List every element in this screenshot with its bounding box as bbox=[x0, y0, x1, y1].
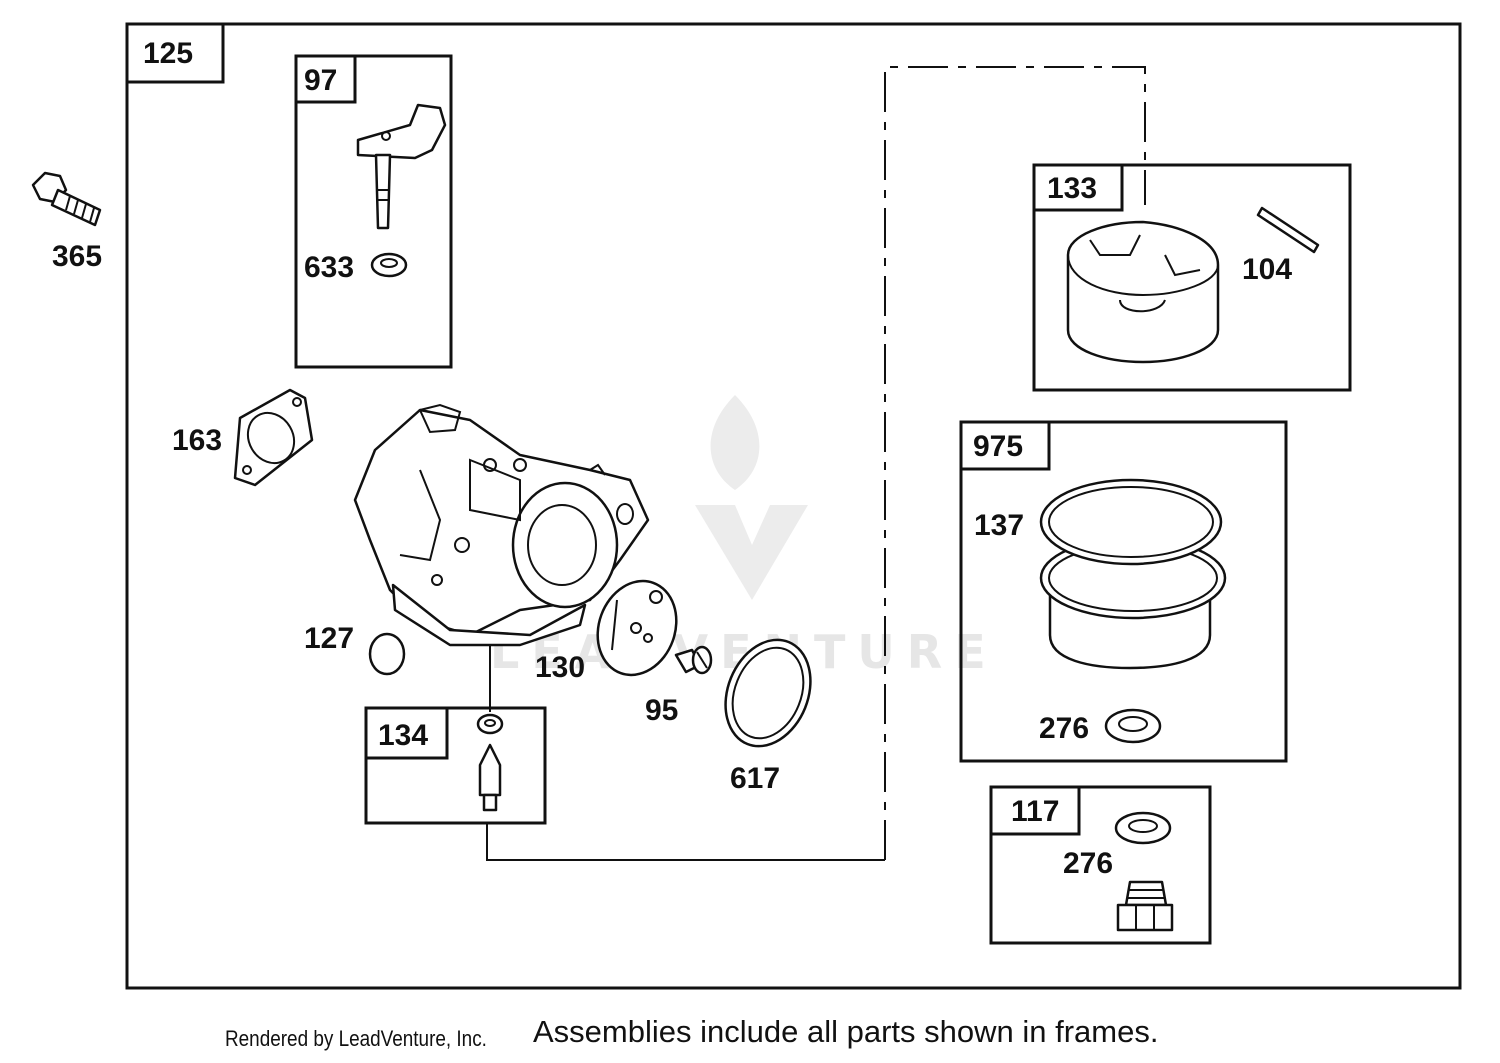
frame-125-tab bbox=[125, 22, 225, 84]
throttle-shaft-97-icon bbox=[356, 103, 447, 230]
seal-633-icon bbox=[370, 252, 408, 278]
rendered-by-text: Rendered by LeadVenture, Inc. bbox=[225, 1026, 487, 1051]
frame-117-tab bbox=[989, 785, 1081, 836]
carburetor-body-icon bbox=[353, 403, 650, 647]
part-label-130: 130 bbox=[535, 651, 585, 684]
frame-117 bbox=[989, 785, 1212, 945]
flame-watermark-icon bbox=[710, 395, 760, 490]
part-label-163: 163 bbox=[172, 424, 222, 457]
needle-valve-134-icon bbox=[476, 713, 504, 812]
gasket-163-icon bbox=[233, 388, 314, 487]
frame-134-tab bbox=[364, 706, 449, 760]
assemblies-note: Assemblies include all parts shown in fr… bbox=[533, 1014, 1159, 1049]
part-label-137: 137 bbox=[974, 509, 1024, 542]
washer-276-a-icon bbox=[1104, 708, 1162, 744]
part-label-617: 617 bbox=[730, 762, 780, 795]
part-label-104: 104 bbox=[1242, 253, 1292, 286]
part-label-276-a: 276 bbox=[1039, 712, 1089, 745]
frame-975 bbox=[959, 420, 1288, 763]
frame-975-tab bbox=[959, 420, 1051, 471]
part-label-633: 633 bbox=[304, 251, 354, 284]
float-133-icon bbox=[1066, 220, 1220, 364]
bowl-975-icon bbox=[1039, 478, 1227, 670]
oring-617-icon bbox=[724, 638, 812, 748]
part-label-276-b: 276 bbox=[1063, 847, 1113, 880]
bowl-nut-117-icon bbox=[1116, 880, 1174, 932]
frame-label-134: 134 bbox=[378, 719, 428, 752]
connection-dashed-line bbox=[884, 66, 1146, 860]
frame-97-tab bbox=[294, 54, 357, 104]
part-label-127: 127 bbox=[304, 622, 354, 655]
frame-label-133: 133 bbox=[1047, 172, 1097, 205]
part-label-95: 95 bbox=[645, 694, 678, 727]
frame-label-97: 97 bbox=[304, 64, 337, 97]
footer: Rendered by LeadVenture, Inc. Assemblies… bbox=[0, 1012, 1500, 1062]
plate-130-icon bbox=[596, 579, 678, 677]
washer-276-b-icon bbox=[1114, 811, 1172, 845]
frame-label-975: 975 bbox=[973, 430, 1023, 463]
plug-127-icon bbox=[368, 632, 406, 676]
frame-133 bbox=[1032, 163, 1352, 392]
part-label-365: 365 bbox=[52, 240, 102, 273]
frame-label-125: 125 bbox=[143, 37, 193, 70]
screw-95-icon bbox=[674, 645, 713, 675]
chevron-watermark-icon bbox=[695, 505, 808, 600]
frame-label-117: 117 bbox=[1011, 795, 1059, 828]
frame-133-tab bbox=[1032, 163, 1124, 212]
frame-125 bbox=[125, 22, 1462, 990]
leader-line-bottom bbox=[486, 823, 885, 861]
frame-97 bbox=[294, 54, 453, 369]
pin-104-icon bbox=[1256, 206, 1320, 254]
frame-134 bbox=[364, 706, 547, 825]
bolt-365-icon bbox=[31, 171, 102, 227]
